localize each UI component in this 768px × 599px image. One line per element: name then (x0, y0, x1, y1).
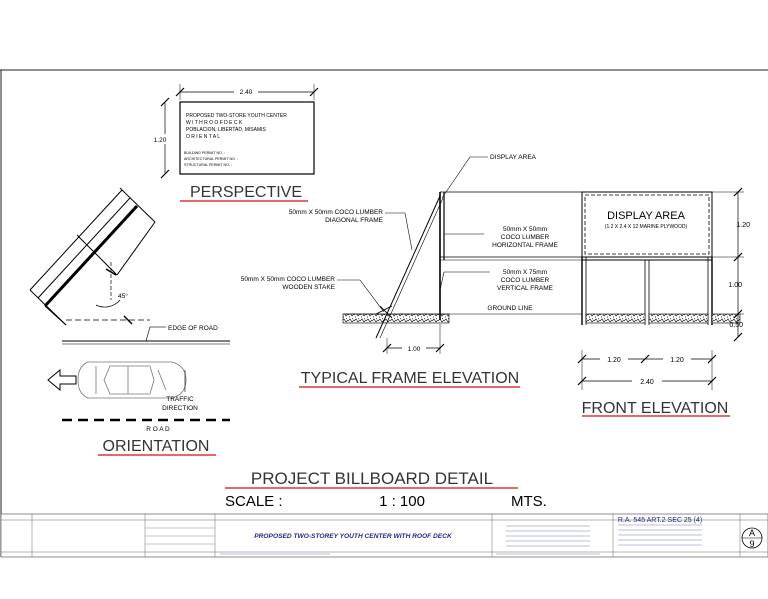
front-dim-right-3: 0.50 (729, 322, 743, 329)
orientation-angle: 45° (118, 292, 128, 300)
car-icon (77, 361, 187, 399)
diagonal-frame-label-2: DIAGONAL FRAME (325, 217, 384, 224)
title-block: R.A. 545 ART.2 SEC 25 (4) PROPOSED TWO-S… (0, 513, 768, 558)
vertical-frame-label-3: VERTICAL FRAME (497, 285, 554, 292)
horizontal-frame-label-3: HORIZONTAL FRAME (492, 242, 558, 249)
scale-unit: MTS. (511, 493, 547, 510)
front-dim-total: 2.40 (640, 379, 654, 386)
front-display-panel (581, 191, 713, 258)
front-elevation-view: DISPLAY AREA (1.2 X 2.4 X 12 MARINE PLYW… (577, 187, 750, 417)
vertical-frame-label-2: COCO LUMBER (501, 277, 550, 284)
sheet-letter: A (749, 528, 755, 538)
ground-line-label: GROUND LINE (487, 305, 533, 312)
front-display-area-note: (1.2 X 2.4 X 12 MARINE PLYWOOD) (605, 224, 688, 230)
road-label: R O A D (146, 426, 170, 433)
vertical-frame-label-1: 50mm X 75mm (503, 269, 547, 276)
front-dim-bottom-1: 1.20 (607, 357, 621, 364)
horizontal-frame-label-1: 50mm X 50mm (503, 226, 547, 233)
horizontal-frame-label-2: COCO LUMBER (501, 234, 550, 241)
sign-line-4: O R I E N T A L (186, 134, 220, 140)
title-block-reference: R.A. 545 ART.2 SEC 25 (4) (618, 517, 702, 524)
perspective-height-dim: 1.20 (154, 137, 167, 144)
traffic-arrow-icon (47, 368, 77, 392)
front-dim-right-2: 1.00 (728, 282, 742, 289)
orientation-title: ORIENTATION (103, 438, 210, 455)
front-dim-bottom-2: 1.20 (670, 357, 684, 364)
orientation-view: 45° EDGE OF ROAD TRAFFIC DIRECTION R O A… (29, 187, 230, 456)
frame-elevation-view: 1.00 DISPLAY AREA 50mm X 50mm COCO LUMBE… (241, 154, 582, 388)
diagonal-frame-label-1: 50mm X 50mm COCO LUMBER (289, 209, 384, 216)
sheet-number: 9 (749, 539, 754, 549)
permit-line-3: STRUCTURAL PERMIT NO. : (184, 163, 232, 167)
sign-line-1: PROPOSED TWO-STORE YOUTH CENTER (186, 113, 287, 119)
perspective-view: 2.40 1.20 PROPOSED TWO-STORE YOUTH CENTE… (150, 84, 319, 202)
front-display-area-label: DISPLAY AREA (607, 210, 686, 222)
billboard-plan-face (43, 204, 139, 308)
permit-line-1: BUILDING PERMIT NO. : (184, 151, 225, 155)
front-elevation-title: FRONT ELEVATION (582, 400, 729, 417)
sign-line-3: POBLACION, LIBERTAD, MISAMIS (186, 127, 266, 133)
sign-line-2: W I T H R O O F D E C K (186, 120, 243, 126)
permit-line-2: ARCHITECTURAL PERMIT NO. : (184, 157, 238, 161)
perspective-title: PERSPECTIVE (190, 184, 302, 201)
sheet-title: PROJECT BILLBOARD DETAIL (251, 469, 493, 488)
scale-ratio: 1 : 100 (379, 493, 425, 510)
wooden-stake-label-1: 50mm X 50mm COCO LUMBER (241, 276, 336, 283)
display-area-leader-label: DISPLAY AREA (490, 154, 537, 161)
stake-dim: 1.00 (408, 346, 421, 353)
frame-elevation-title: TYPICAL FRAME ELEVATION (301, 370, 519, 387)
perspective-sign-board (179, 101, 315, 175)
traffic-direction-1: TRAFFIC (166, 396, 194, 403)
perspective-width-dim: 2.40 (240, 89, 253, 96)
billboard-plan-edge (29, 189, 123, 291)
scale-label: SCALE : (225, 493, 283, 510)
edge-of-road-label: EDGE OF ROAD (168, 325, 218, 332)
traffic-direction-2: DIRECTION (162, 405, 198, 412)
ground-section (342, 313, 450, 324)
wooden-stake-label-2: WOODEN STAKE (282, 284, 335, 291)
project-title: PROPOSED TWO-STOREY YOUTH CENTER WITH RO… (254, 533, 453, 540)
front-dim-right-1: 1.20 (736, 222, 750, 229)
diagonal-frame (375, 195, 441, 339)
